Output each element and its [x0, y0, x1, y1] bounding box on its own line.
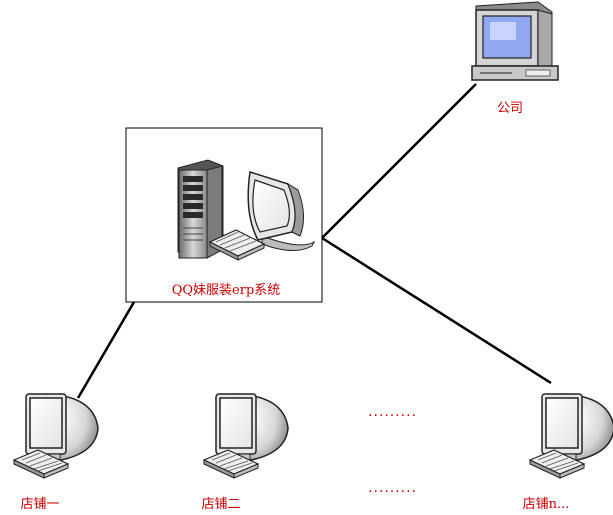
link-center-company — [321, 83, 477, 239]
ellipsis-top: ········· — [368, 408, 417, 424]
company-label: 公司 — [497, 101, 523, 116]
crt-monitor-icon — [529, 393, 613, 479]
store-n-node[interactable]: 店铺n... — [523, 393, 613, 512]
connection-lines — [76, 83, 552, 399]
crt-monitor-icon — [13, 393, 99, 479]
desktop-computer-icon — [471, 1, 559, 81]
store-n-label: 店铺n... — [523, 497, 570, 512]
ellipsis-bottom: ········· — [368, 484, 417, 500]
erp-system-node[interactable]: QQ妹服装erp系统 — [125, 127, 323, 303]
link-center-store-n — [321, 236, 552, 385]
erp-system-label: QQ妹服装erp系统 — [172, 283, 281, 298]
store-1-label: 店铺一 — [20, 497, 59, 512]
server-keyboard-icon — [208, 229, 266, 261]
store-2-label: 店铺二 — [201, 497, 240, 512]
company-node[interactable]: 公司 — [471, 1, 559, 116]
crt-monitor-icon — [203, 393, 289, 479]
server-icon — [177, 159, 224, 259]
server-monitor-icon — [247, 171, 316, 251]
link-center-store-1 — [76, 301, 136, 399]
store-2-node[interactable]: 店铺二 — [201, 393, 289, 512]
store-1-node[interactable]: 店铺一 — [13, 393, 99, 512]
